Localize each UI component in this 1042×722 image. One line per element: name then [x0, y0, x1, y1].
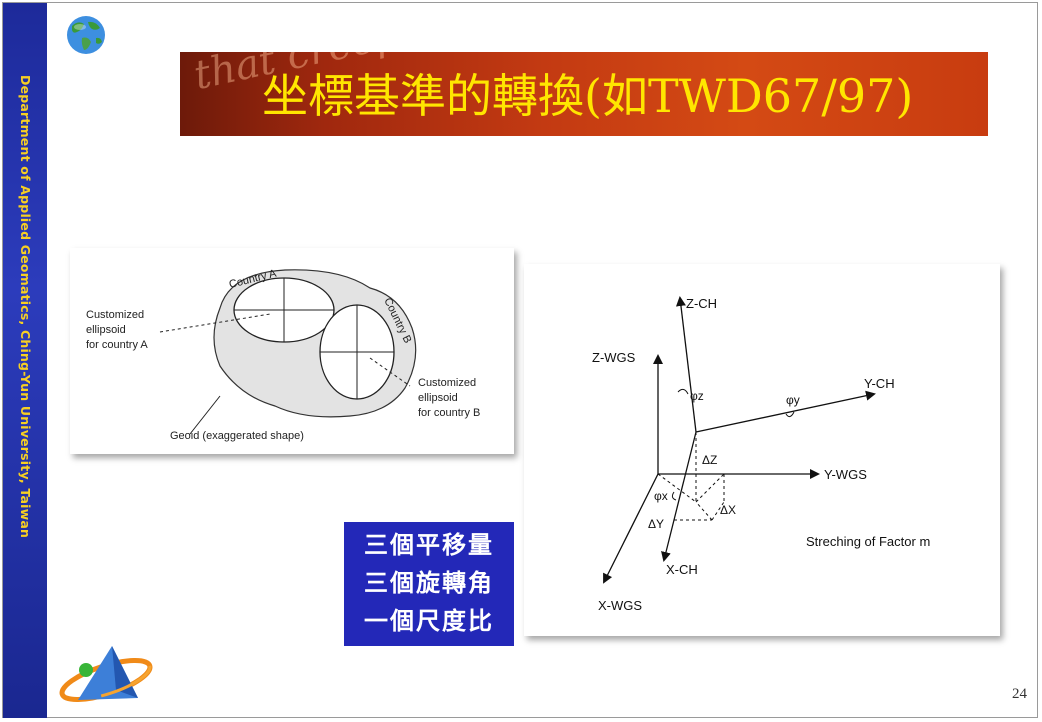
x-ch-label: X-CH: [666, 562, 698, 577]
sidebar-department-text: Department of Applied Geomatics, Ching-Y…: [18, 75, 33, 539]
z-ch-label: Z-CH: [686, 296, 717, 311]
ellipsoid-diagram: Country A Country B Customized ellipsoid…: [86, 267, 480, 442]
globe-icon: [67, 16, 105, 54]
customized-a-line1: Customized: [86, 309, 144, 321]
x-wgs-axis: [603, 473, 659, 584]
customized-b-line2: ellipsoid: [418, 392, 458, 404]
delta-y-label: ΔY: [648, 517, 664, 531]
y-wgs-label: Y-WGS: [824, 467, 867, 482]
z-wgs-label: Z-WGS: [592, 350, 636, 365]
geoid-label: Geoid (exaggerated shape): [170, 430, 304, 442]
sidebar: Department of Applied Geomatics, Ching-Y…: [3, 3, 47, 718]
phi-x-label: φx: [654, 489, 668, 503]
delta-z-label: ΔZ: [702, 453, 717, 467]
parameters-line-3: 一個尺度比: [364, 606, 494, 635]
phi-z-label: φz: [690, 389, 704, 403]
customized-a-line3: for country A: [86, 339, 148, 351]
page-number: 24: [1012, 686, 1027, 702]
customized-b-line3: for country B: [418, 407, 480, 419]
axes-diagram-panel: Z-CH Z-WGS Y-CH Y-WGS X-CH X-WGS φz φy φ…: [524, 264, 1000, 636]
page-title: 坐標基準的轉換(如TWD67/97): [262, 69, 914, 123]
z-ch-axis: [675, 296, 697, 433]
university-logo: [59, 646, 153, 702]
customized-a-line2: ellipsoid: [86, 324, 126, 336]
parameters-box: 三個平移量 三個旋轉角 一個尺度比: [344, 522, 514, 646]
parameters-line-1: 三個平移量: [364, 530, 494, 559]
phi-y-label: φy: [786, 393, 800, 407]
ellipsoid-diagram-panel: Country A Country B Customized ellipsoid…: [70, 248, 514, 454]
customized-b-line1: Customized: [418, 377, 476, 389]
x-ch-axis: [661, 431, 697, 562]
x-wgs-label: X-WGS: [598, 598, 642, 613]
stretch-label: Streching of Factor m: [806, 534, 930, 549]
y-ch-axis: [695, 390, 876, 433]
title-banner: that creeps 坐標基準的轉換(如TWD67/97): [180, 52, 988, 136]
axes-diagram: Z-CH Z-WGS Y-CH Y-WGS X-CH X-WGS φz φy φ…: [592, 296, 930, 613]
parameters-line-2: 三個旋轉角: [364, 568, 494, 597]
y-ch-label: Y-CH: [864, 376, 895, 391]
delta-x-label: ΔX: [720, 503, 736, 517]
